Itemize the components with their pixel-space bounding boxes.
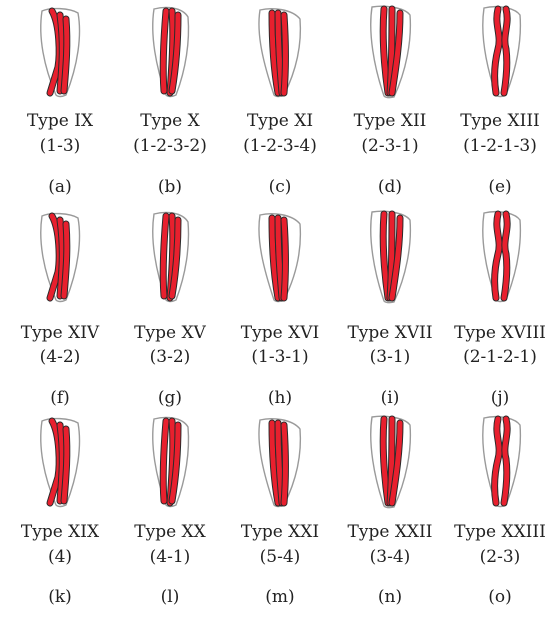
subfigure-letter: (c) — [268, 177, 292, 197]
subfigure-letter: (g) — [157, 388, 183, 408]
subfigure-letter: (j) — [490, 388, 510, 408]
type-label: Type XXI — [240, 522, 320, 542]
subfigure-letter: (d) — [377, 177, 403, 197]
subfigure-letter: (e) — [488, 177, 512, 197]
configuration-code: (1-2-1-3) — [463, 136, 537, 156]
tooth-root-canal-figure — [258, 213, 302, 303]
tooth-diagram-0-4: Type XIII (1-2-1-3) (e) — [445, 5, 550, 212]
tooth-root-canal-figure — [370, 415, 412, 509]
tooth-root-canal-figure — [152, 416, 190, 508]
subfigure-letter: (m) — [265, 587, 295, 607]
tooth-root-canal-figure — [482, 415, 522, 508]
tooth-diagram-2-4: Type XXIII (2-3) (o) — [445, 415, 550, 622]
tooth-diagram-0-2: Type XI (1-2-3-4) (c) — [225, 5, 335, 212]
subfigure-letter: (h) — [267, 388, 293, 408]
tooth-diagram-0-0: Type IX (1-3) (a) — [5, 5, 115, 212]
tooth-root-canal-figure — [370, 5, 412, 99]
tooth-root-canal-figure — [40, 212, 81, 303]
subfigure-letter: (l) — [160, 587, 180, 607]
tooth-diagram-2-1: Type XX (4-1) (l) — [115, 415, 225, 622]
configuration-code: (3-1) — [369, 347, 411, 367]
configuration-code: (4-1) — [149, 547, 191, 567]
subfigure-letter: (n) — [377, 587, 403, 607]
tooth-diagram-0-3: Type XII (2-3-1) (d) — [335, 5, 445, 212]
tooth-diagram-2-2: Type XXI (5-4) (m) — [225, 415, 335, 622]
tooth-diagram-1-4: Type XVIII (2-1-2-1) (j) — [445, 210, 550, 417]
tooth-diagram-1-2: Type XVI (1-3-1) (h) — [225, 210, 335, 417]
configuration-code: (3-2) — [149, 347, 191, 367]
type-label: Type XIII — [460, 111, 540, 131]
tooth-root-canal-figure — [258, 418, 302, 508]
tooth-diagram-2-0: Type XIX (4) (k) — [5, 415, 115, 622]
tooth-diagram-1-1: Type XV (3-2) (g) — [115, 210, 225, 417]
tooth-root-canal-figure — [482, 210, 522, 303]
tooth-root-canal-figure — [152, 211, 190, 303]
configuration-code: (4) — [47, 547, 73, 567]
type-label: Type XX — [134, 522, 206, 542]
configuration-code: (1-3) — [39, 136, 81, 156]
tooth-root-canal-figure — [258, 8, 302, 98]
tooth-root-canal-figure — [152, 6, 190, 98]
configuration-code: (2-3-1) — [361, 136, 419, 156]
subfigure-letter: (i) — [380, 388, 400, 408]
tooth-diagram-0-1: Type X (1-2-3-2) (b) — [115, 5, 225, 212]
type-label: Type XI — [246, 111, 314, 131]
type-label: Type XV — [134, 323, 206, 343]
configuration-code: (1-2-3-2) — [133, 136, 207, 156]
subfigure-letter: (k) — [48, 587, 72, 607]
tooth-diagram-1-0: Type XIV (4-2) (f) — [5, 210, 115, 417]
tooth-root-canal-figure — [370, 210, 412, 304]
type-label: Type X — [140, 111, 200, 131]
tooth-diagram-2-3: Type XXII (3-4) (n) — [335, 415, 445, 622]
tooth-root-canal-figure — [40, 7, 81, 98]
type-label: Type XXIII — [454, 522, 546, 542]
type-label: Type XXII — [347, 522, 433, 542]
configuration-code: (4-2) — [39, 347, 81, 367]
configuration-code: (3-4) — [369, 547, 411, 567]
tooth-diagram-1-3: Type XVII (3-1) (i) — [335, 210, 445, 417]
type-label: Type XVI — [240, 323, 320, 343]
configuration-code: (2-3) — [479, 547, 521, 567]
tooth-root-canal-figure — [40, 417, 81, 508]
type-label: Type XVII — [347, 323, 433, 343]
subfigure-letter: (f) — [50, 388, 70, 408]
type-label: Type XII — [353, 111, 427, 131]
subfigure-letter: (b) — [157, 177, 183, 197]
configuration-code: (5-4) — [259, 547, 301, 567]
subfigure-letter: (a) — [48, 177, 72, 197]
configuration-code: (1-3-1) — [251, 347, 309, 367]
configuration-code: (2-1-2-1) — [463, 347, 537, 367]
type-label: Type IX — [26, 111, 94, 131]
type-label: Type XIX — [20, 522, 100, 542]
configuration-code: (1-2-3-4) — [243, 136, 317, 156]
type-label: Type XIV — [20, 323, 100, 343]
type-label: Type XVIII — [454, 323, 546, 343]
tooth-root-canal-figure — [482, 5, 522, 98]
subfigure-letter: (o) — [488, 587, 512, 607]
